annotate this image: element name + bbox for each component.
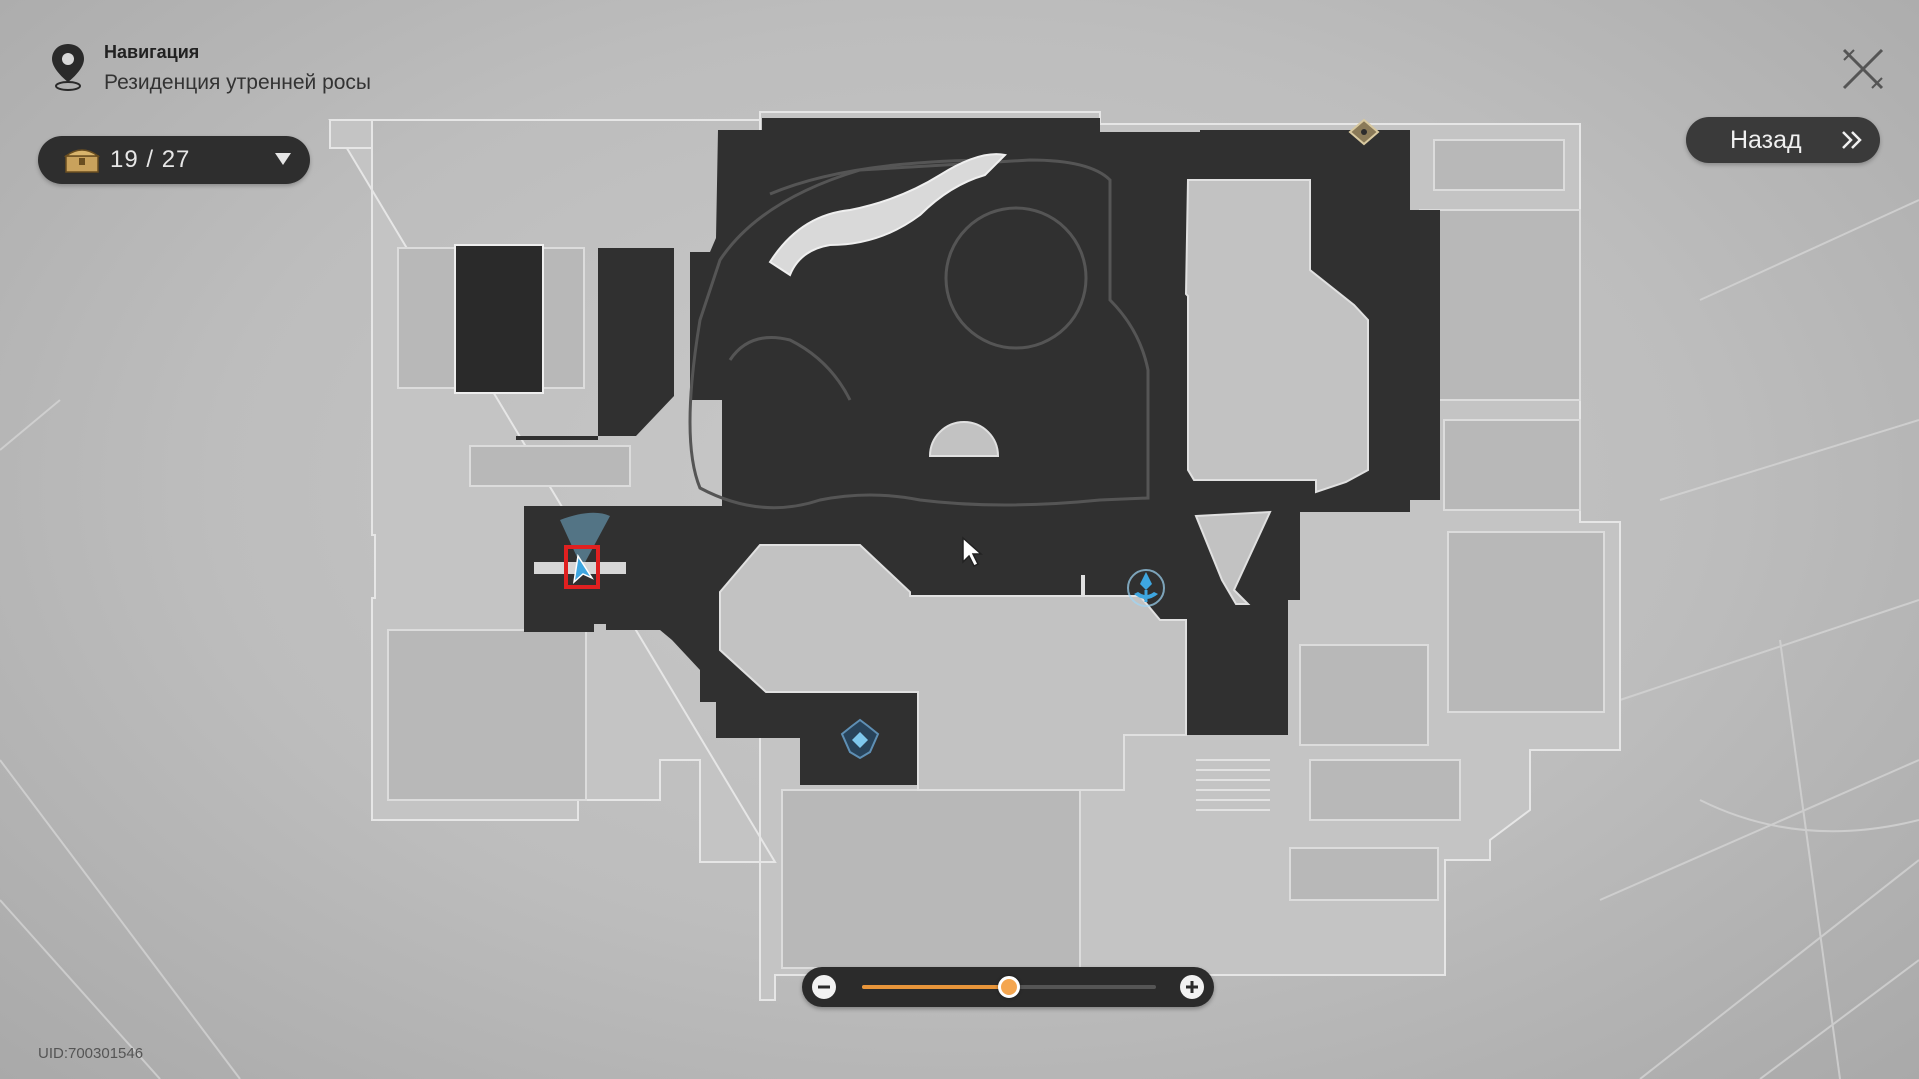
space-anchor-icon[interactable] — [1127, 569, 1165, 607]
navigation-title: Навигация — [104, 42, 200, 62]
dropdown-triangle-icon[interactable] — [274, 152, 292, 166]
player-marker[interactable] — [534, 512, 626, 589]
zoom-slider-fill — [862, 985, 1009, 989]
back-button[interactable]: Назад — [1686, 117, 1880, 163]
chest-counter-dropdown[interactable]: 19 / 27 — [38, 136, 310, 184]
map-curved-walkway — [768, 153, 1008, 277]
navigation-header: Навигация Резиденция утренней росы — [46, 40, 371, 95]
chest-count: 19 / 27 — [110, 146, 191, 173]
zoom-slider-track[interactable] — [862, 976, 1156, 998]
mouse-cursor-icon — [962, 536, 983, 568]
zoom-slider-thumb[interactable] — [998, 976, 1020, 998]
map-garden-paths — [688, 158, 1150, 510]
map-chest-icon[interactable] — [1348, 118, 1380, 146]
zoom-in-button[interactable] — [1178, 973, 1206, 1001]
location-name: Резиденция утренней росы — [104, 71, 372, 94]
treasure-chest-icon — [64, 149, 100, 173]
zoom-out-button[interactable] — [810, 973, 838, 1001]
player-arrow-icon — [572, 553, 594, 584]
user-id: UID:700301546 — [38, 1045, 144, 1062]
location-pin-icon — [52, 44, 84, 91]
map-central-building — [719, 179, 1369, 791]
double-chevron-right-icon — [1842, 131, 1862, 149]
close-icon[interactable] — [1840, 46, 1886, 92]
back-button-label: Назад — [1730, 125, 1802, 154]
zoom-control — [802, 967, 1214, 1007]
warp-trotter-icon[interactable] — [840, 718, 880, 760]
map-stairs — [1196, 759, 1270, 811]
